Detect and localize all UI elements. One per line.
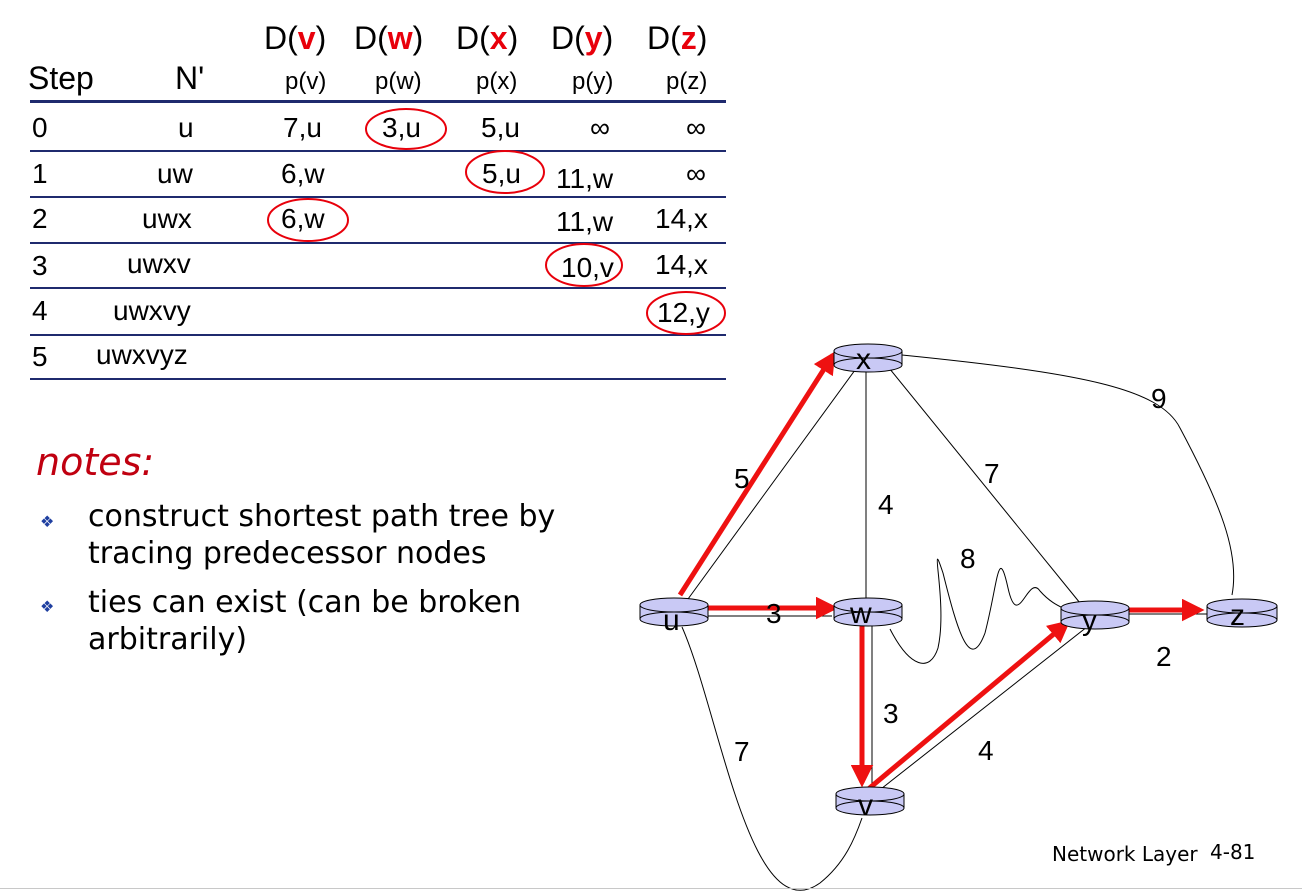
edge-weight: 7 — [734, 736, 750, 767]
table-row-step: 4 — [32, 295, 48, 326]
edge-x-y — [884, 362, 1081, 604]
diamond-bullet-icon: ❖ — [40, 599, 55, 616]
router-node-y: y — [1060, 600, 1130, 637]
row-rule — [30, 378, 726, 380]
pred-header-y: p(y) — [572, 68, 614, 95]
table-row-nprime: uwxvy — [113, 295, 191, 326]
footer-page-number: 4-81 — [1210, 840, 1256, 864]
selection-circle — [646, 291, 726, 335]
table-cell: ∞ — [686, 112, 706, 143]
selection-circles — [267, 108, 726, 335]
table-cell: ∞ — [686, 158, 706, 189]
svg-text:z: z — [1230, 599, 1245, 632]
dist-header-x: D(x) — [456, 20, 519, 56]
table-row-step: 5 — [32, 341, 48, 372]
notes-bullet: ties can exist (can be broken arbitraril… — [88, 585, 522, 657]
table-row-nprime: uwxvyz — [96, 339, 188, 370]
table-cell: 6,w — [281, 158, 325, 189]
table-cell: 6,w — [281, 203, 325, 234]
router-node-z: z — [1206, 598, 1278, 632]
edge-weight: 3 — [883, 698, 899, 729]
edge-weight: 4 — [878, 489, 894, 520]
selection-circle — [545, 243, 623, 287]
table-row-step: 3 — [32, 250, 48, 281]
footer-section: Network Layer — [1052, 842, 1198, 866]
notes-title: notes: — [36, 440, 155, 484]
edge-weight: 9 — [1151, 383, 1167, 414]
table-cell: 14,x — [655, 203, 708, 234]
svg-text:y: y — [1082, 604, 1097, 637]
table-cell: 11,w — [556, 206, 614, 237]
edge-u-v — [681, 626, 863, 891]
table-row-nprime: uw — [157, 158, 193, 189]
selection-circle — [365, 108, 447, 150]
row-rule — [30, 334, 726, 336]
table-cell: 10,v — [561, 252, 614, 283]
table-cell: 7,u — [283, 112, 322, 143]
table-cell: 12,y — [657, 297, 710, 328]
table-row-nprime: uwxv — [127, 248, 191, 279]
table-cell: 5,u — [482, 158, 521, 189]
edge-weight: 5 — [734, 463, 750, 494]
table-cell: ∞ — [590, 112, 610, 143]
router-node-w: w — [833, 597, 903, 630]
edge-v-y — [871, 622, 1093, 797]
row-rule — [30, 150, 726, 152]
pred-header-z: p(z) — [666, 68, 708, 95]
table-row-nprime: uwx — [142, 203, 192, 234]
edge-x-z — [901, 354, 1235, 596]
dist-header-y: D(y) — [551, 20, 614, 56]
table-cell: 11,w — [556, 163, 614, 194]
table-cell: 3,u — [382, 112, 421, 143]
header-rule — [30, 100, 726, 103]
edge-w-y — [889, 558, 1071, 664]
pred-header-v: p(v) — [285, 68, 327, 95]
table-cell: 5,u — [481, 112, 520, 143]
selection-circle — [465, 150, 545, 194]
table-row-step: 0 — [32, 112, 48, 143]
row-rule — [30, 196, 726, 198]
edge-weight: 3 — [766, 598, 782, 629]
svg-text:u: u — [663, 604, 680, 637]
svg-text:v: v — [858, 789, 873, 822]
edge-weight: 2 — [1156, 641, 1172, 672]
diamond-bullet-icon: ❖ — [40, 514, 55, 531]
dist-header-v: D(v) — [264, 20, 327, 56]
selection-circle — [267, 198, 349, 242]
dist-header-w: D(w) — [354, 20, 424, 56]
edge-weight: 4 — [978, 735, 994, 766]
router-node-v: v — [835, 786, 905, 822]
pred-header-w: p(w) — [375, 68, 422, 95]
svg-text:w: w — [849, 597, 872, 630]
svg-text:x: x — [856, 343, 871, 376]
table-cell: 14,x — [655, 249, 708, 280]
row-rule — [30, 287, 726, 289]
dist-header-z: D(z) — [647, 20, 708, 56]
router-node-x: x — [833, 343, 903, 376]
notes-bullet: construct shortest path tree by tracing … — [88, 499, 556, 571]
edge-u-x — [679, 354, 867, 611]
table-row-step: 2 — [32, 203, 48, 234]
edge-weight: 7 — [984, 458, 1000, 489]
step-header: Step — [28, 60, 94, 96]
edge-weight: 8 — [960, 543, 976, 574]
nprime-header: N' — [175, 60, 205, 96]
pred-header-x: p(x) — [476, 68, 518, 95]
router-node-u: u — [639, 597, 709, 637]
tree-edge-v-y — [864, 620, 1071, 793]
network-graph: 5 3 7 4 7 9 8 3 4 2 u w x y z — [639, 343, 1278, 891]
table-row-nprime: u — [178, 112, 194, 143]
tree-edge-u-x — [677, 351, 836, 597]
footer-divider — [0, 888, 1302, 889]
row-rule — [30, 242, 726, 244]
table-row-step: 1 — [32, 158, 48, 189]
